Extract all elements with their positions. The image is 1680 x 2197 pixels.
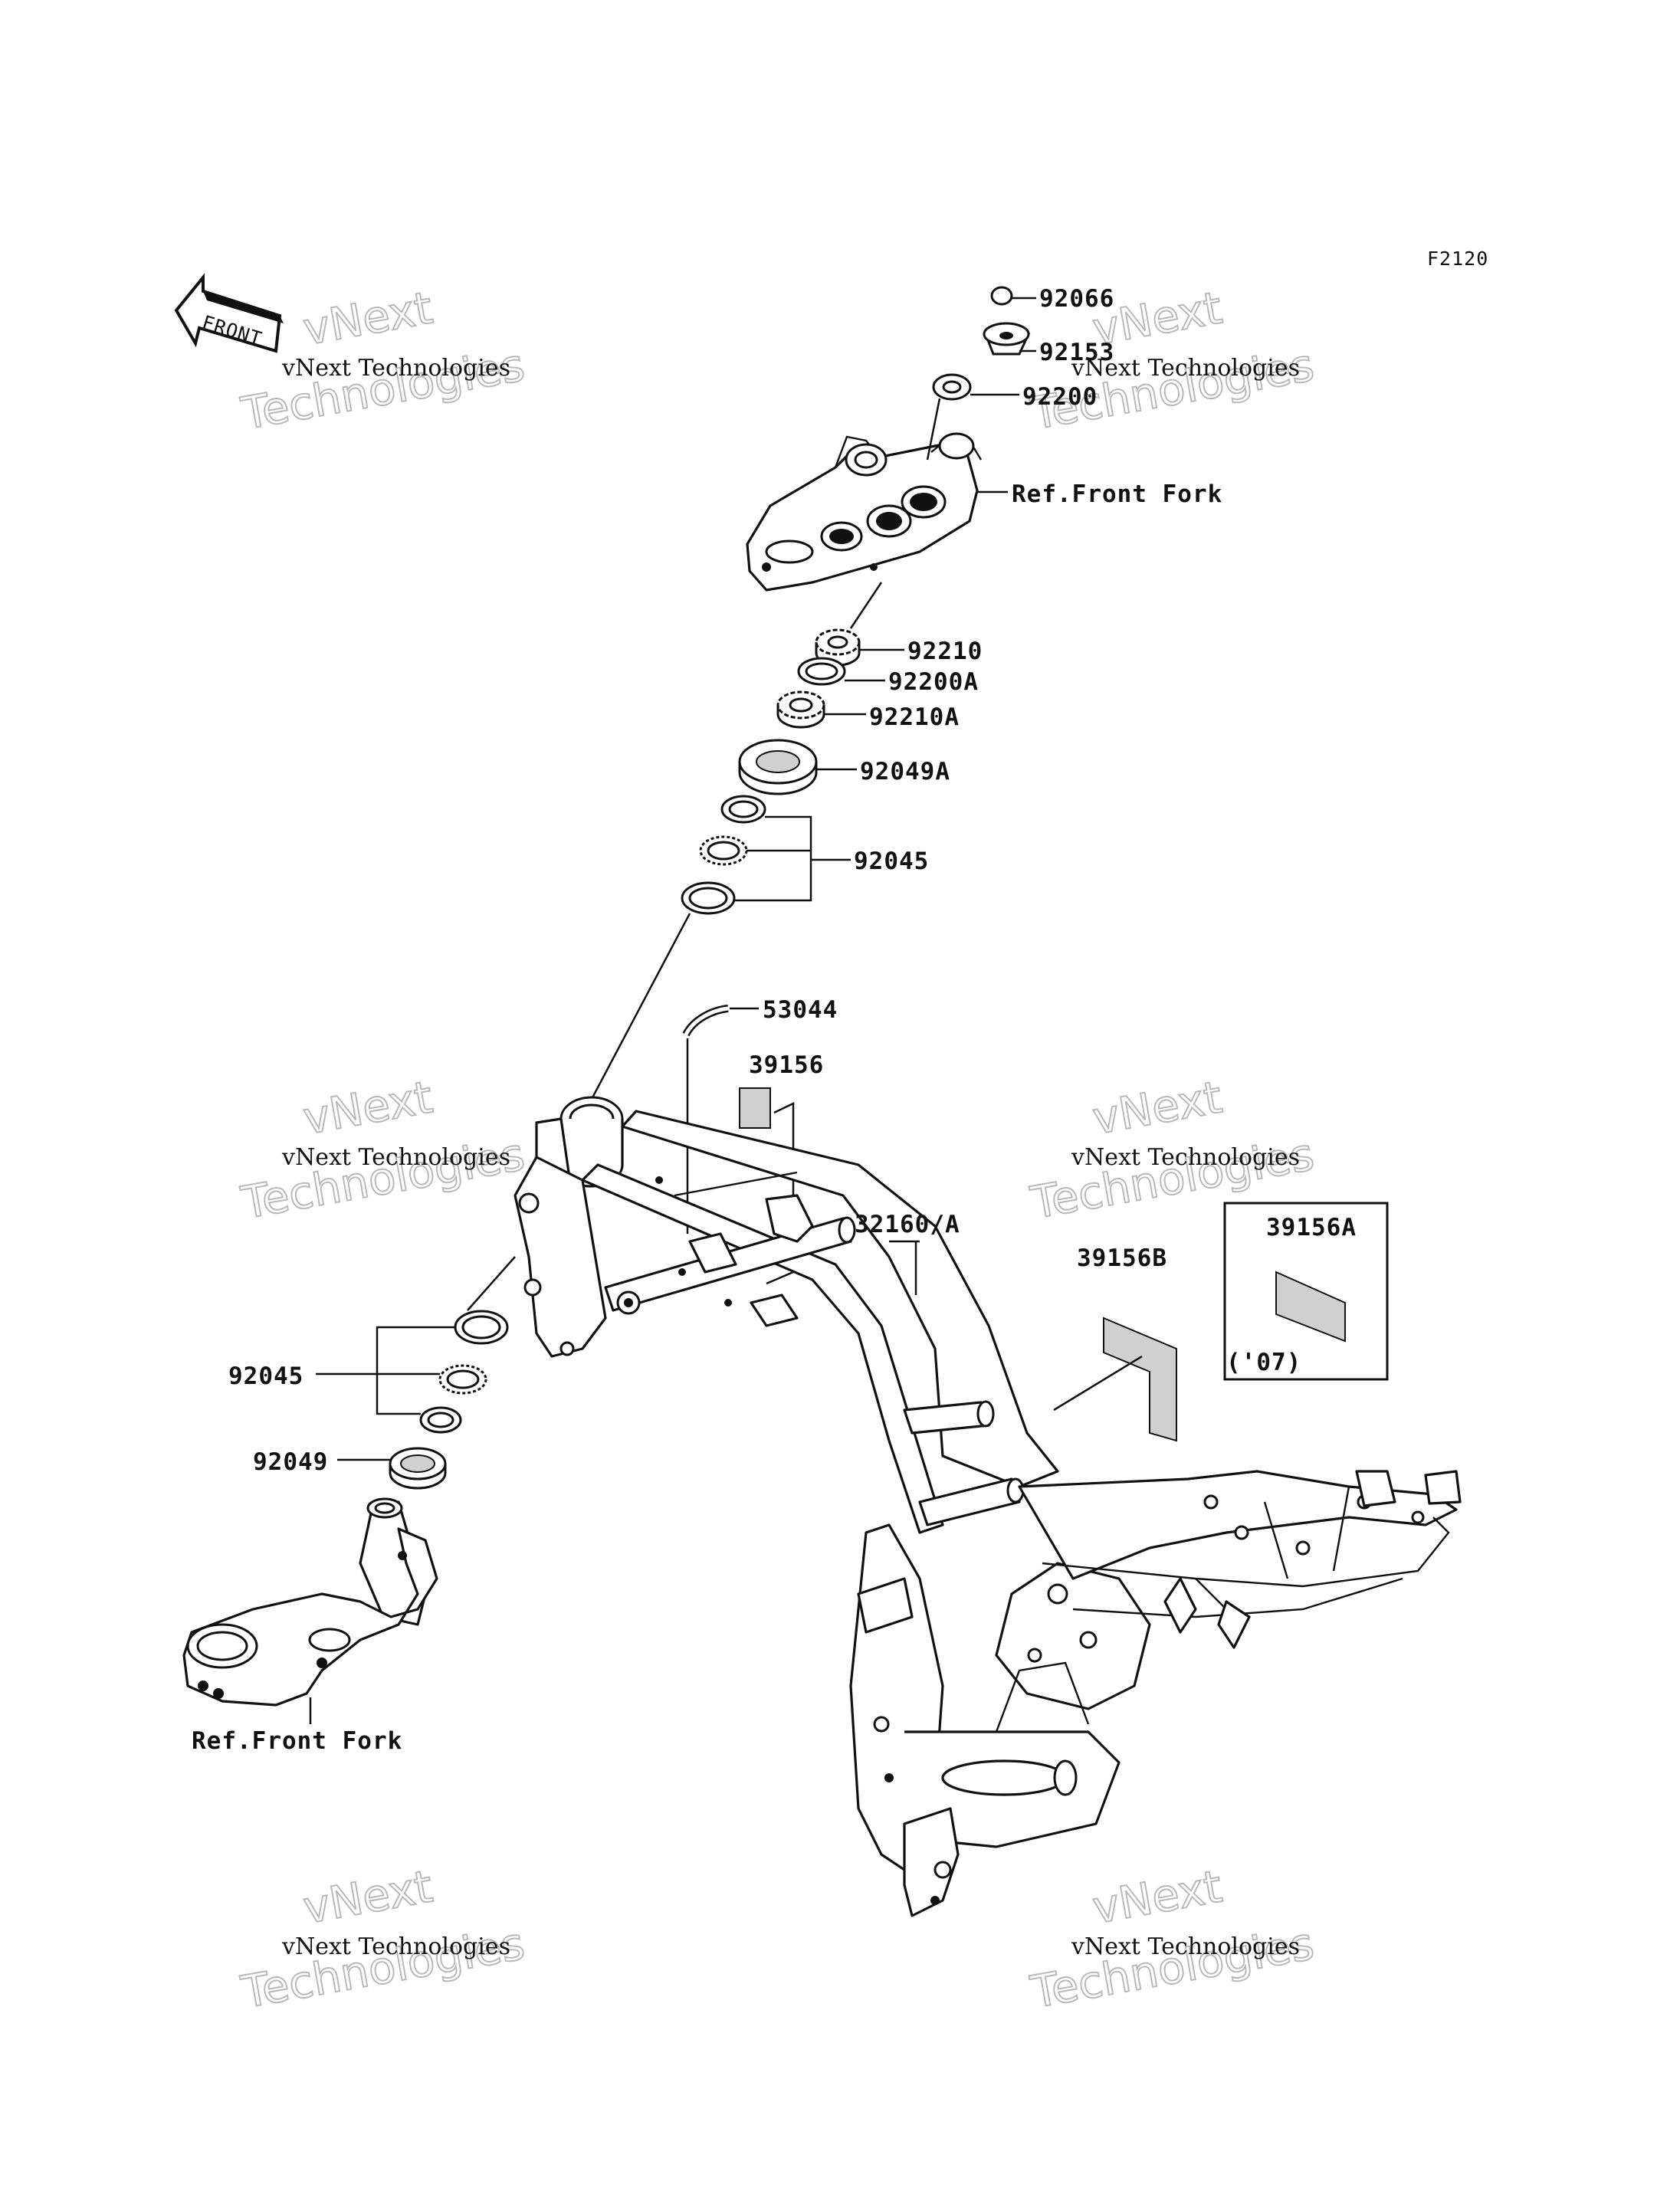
svg-text:vNext: vNext [300, 1860, 437, 1933]
svg-text:92049: 92049 [253, 1448, 328, 1476]
svg-text:Technologies: Technologies [238, 1128, 529, 1229]
svg-text:92049A: 92049A [860, 758, 950, 785]
front-arrow-icon: FRONT [174, 273, 284, 353]
part-92153: 92153 [983, 322, 1114, 366]
svg-text:Ref.Front Fork: Ref.Front Fork [1012, 480, 1222, 508]
watermark-top-left: vNext Technologies vNext Technologies [237, 280, 530, 441]
svg-text:39156: 39156 [749, 1051, 824, 1079]
svg-text:vNext: vNext [1089, 1071, 1226, 1144]
part-92210A: 92210A [776, 690, 960, 731]
svg-text:vNext Technologies: vNext Technologies [1071, 1933, 1300, 1960]
svg-text:vNext: vNext [300, 1071, 437, 1144]
svg-text:Ref.Front Fork: Ref.Front Fork [192, 1727, 402, 1755]
part-92210: 92210 [815, 628, 983, 667]
part-92200A: 92200A [797, 657, 979, 696]
svg-text:92153: 92153 [1039, 339, 1114, 366]
part-92049: 92049 [253, 1447, 447, 1490]
svg-text:Technologies: Technologies [1027, 1917, 1318, 2018]
svg-text:vNext Technologies: vNext Technologies [1071, 355, 1300, 382]
svg-text:32160/A: 32160/A [855, 1211, 960, 1238]
part-92066: 92066 [990, 285, 1114, 313]
main-frame: 32160/A [514, 1096, 1462, 1917]
svg-text:92200A: 92200A [888, 668, 979, 696]
part-39156B: 39156B [1053, 1244, 1177, 1442]
svg-text:53044: 53044 [763, 996, 838, 1024]
part-92045-lower: 92045 [228, 1310, 509, 1434]
part-39156A-box: 39156A ('07) [1223, 1202, 1389, 1381]
part-92049A: 92049A [738, 739, 950, 795]
svg-text:vNext Technologies: vNext Technologies [281, 1144, 510, 1171]
svg-text:vNext Technologies: vNext Technologies [281, 355, 510, 382]
svg-text:vNext Technologies: vNext Technologies [281, 1933, 510, 1960]
svg-text:Technologies: Technologies [238, 339, 529, 440]
figure-code: F2120 [1427, 248, 1488, 270]
watermark-bottom-left: vNext Technologies vNext Technologies [237, 1859, 530, 2019]
svg-text:92045: 92045 [228, 1362, 304, 1390]
svg-text:vNext: vNext [1089, 1860, 1226, 1933]
svg-text:92066: 92066 [1039, 285, 1114, 313]
watermark-bottom-right: vNext Technologies vNext Technologies [1026, 1859, 1319, 2019]
svg-text:vNext: vNext [300, 281, 437, 355]
part-92200: 92200 [932, 373, 1098, 411]
svg-text:('07): ('07) [1226, 1349, 1301, 1376]
svg-text:92045: 92045 [854, 848, 929, 875]
svg-text:92210A: 92210A [869, 703, 960, 731]
lower-triple-clamp: Ref.Front Fork [182, 1497, 438, 1755]
upper-triple-clamp: Ref.Front Fork [746, 398, 1222, 592]
svg-text:92210: 92210 [907, 638, 983, 665]
svg-text:vNext Technologies: vNext Technologies [1071, 1144, 1300, 1171]
svg-text:Technologies: Technologies [238, 1917, 529, 2018]
svg-text:39156B: 39156B [1077, 1244, 1167, 1272]
watermark-mid-left: vNext Technologies vNext Technologies [237, 1070, 530, 1230]
svg-text:92200: 92200 [1022, 383, 1098, 411]
part-92045-upper: 92045 [681, 795, 929, 915]
svg-text:39156A: 39156A [1266, 1214, 1357, 1241]
part-39156: 39156 [739, 1051, 824, 1285]
